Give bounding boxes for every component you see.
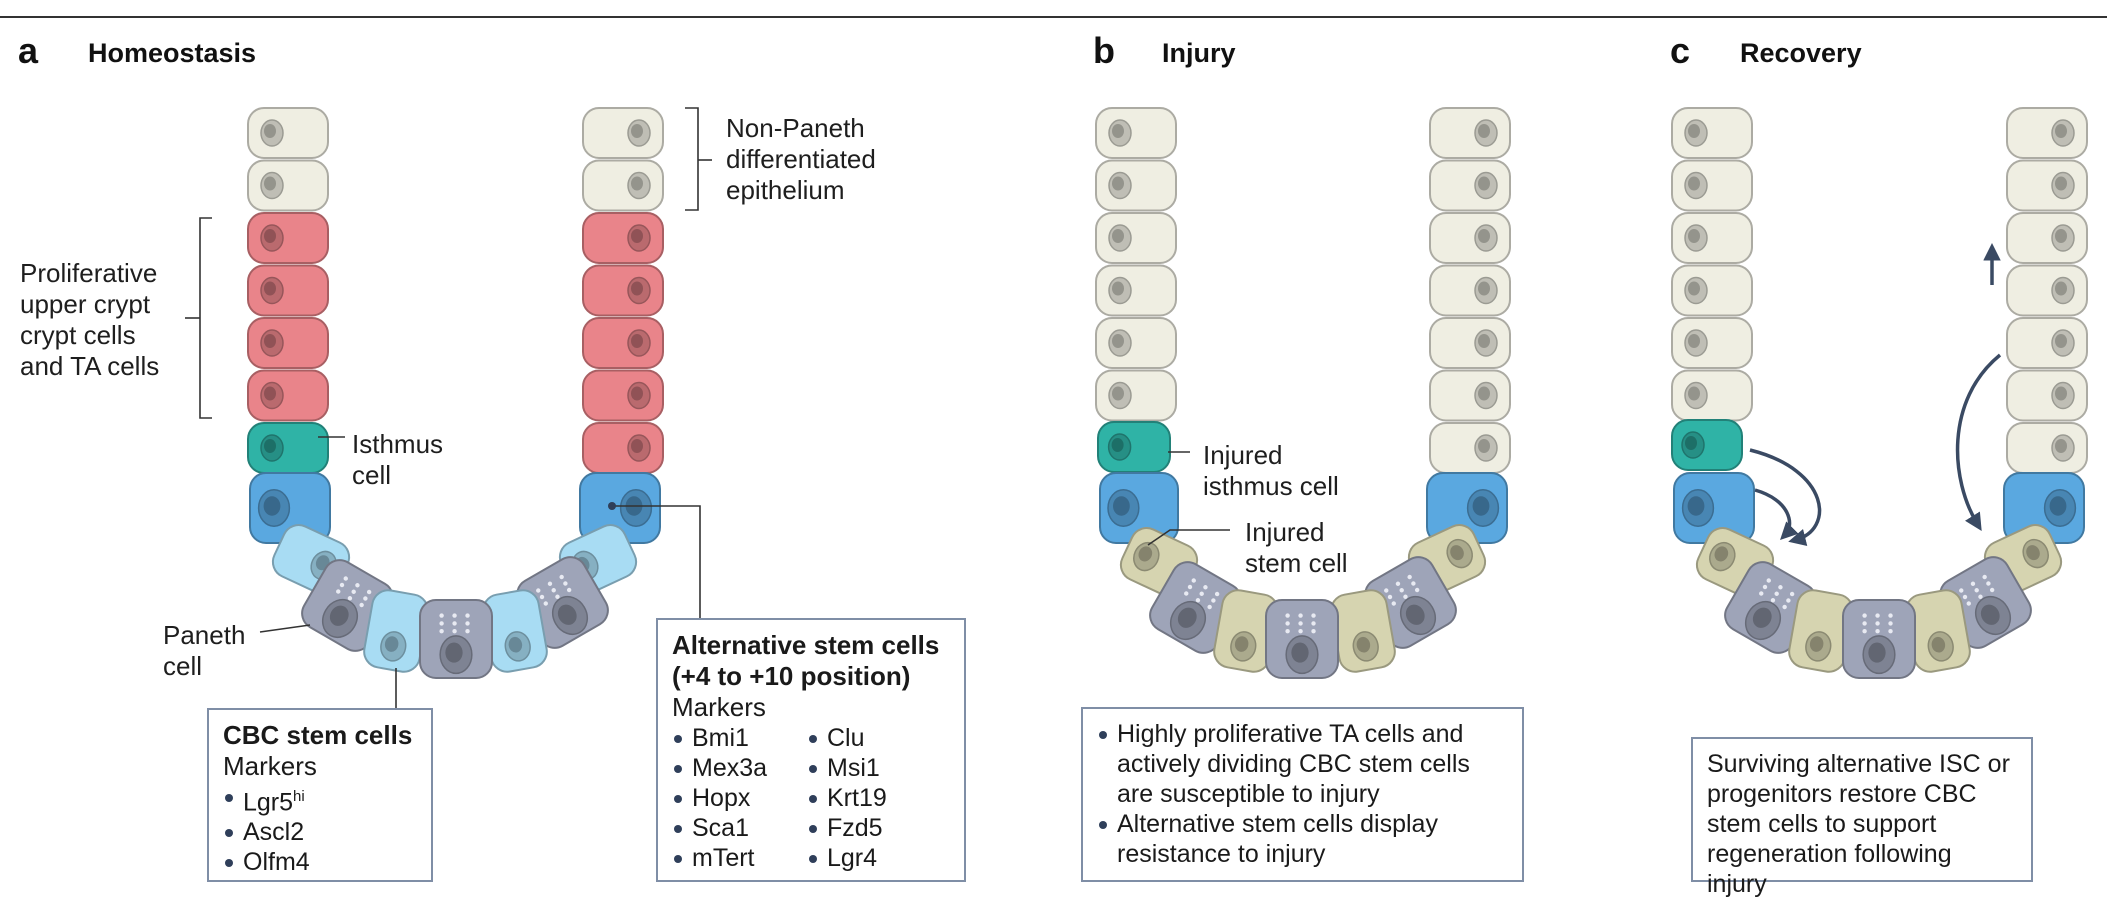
differentiated-cell: [2006, 317, 2088, 369]
arrow-isthmus-to-stem-large: [1749, 448, 1822, 546]
ta-cell: [247, 212, 329, 264]
cbc-box-title: CBC stem cells: [223, 720, 413, 750]
cbc-stem-cells-box: CBC stem cells Markers Lgr5hi Ascl2 Olfm…: [207, 708, 433, 882]
cbc-stem-cell: [579, 472, 661, 544]
marker-item: Clu: [807, 723, 942, 753]
injury-bullet: Alternative stem cells display resistanc…: [1097, 809, 1508, 869]
marker-item: Mex3a: [672, 753, 807, 783]
marker-item: Olfm4: [223, 847, 417, 877]
injured-isthmus-cell: [1097, 421, 1171, 473]
label-injured-stem: Injured stem cell: [1245, 517, 1348, 578]
cbc-stem-cell-light: [482, 589, 548, 673]
paneth-cell: [1842, 599, 1916, 679]
differentiated-cell: [1429, 369, 1511, 422]
label-isthmus: Isthmus cell: [352, 429, 444, 490]
alternative-stem-cell: [1905, 589, 1971, 673]
panel-b-letter: b: [1093, 30, 1115, 71]
label-non-paneth: Non-Paneth differentiated epithelium: [726, 113, 876, 205]
leader-lines: [185, 107, 1230, 708]
differentiated-cell: [247, 107, 329, 159]
marker-item: Sca1: [672, 813, 807, 843]
ta-cell: [582, 369, 664, 422]
differentiated-cell: [582, 107, 664, 159]
differentiated-cell: [1671, 369, 1753, 422]
ta-cell: [247, 369, 329, 422]
cbc-stem-cell: [1099, 472, 1179, 544]
alternative-stem-cell: [1788, 589, 1854, 673]
differentiated-cell: [1095, 107, 1177, 159]
differentiated-cell: [1095, 159, 1177, 212]
recovery-summary-box: Surviving alternative ISC or progenitors…: [1691, 737, 2033, 898]
label-proliferative: Proliferative upper crypt crypt cells an…: [20, 258, 160, 381]
ta-cell: [582, 422, 664, 474]
injured-stem-cell: [1213, 589, 1279, 673]
marker-item: Lgr5hi: [223, 782, 417, 817]
cbc-stem-cell: [249, 472, 331, 544]
marker-item: Ascl2: [223, 817, 417, 847]
differentiated-cell: [1671, 159, 1753, 212]
arrow-alt-to-cbc: [1955, 353, 2002, 531]
cbc-box-markers-label: Markers: [223, 751, 317, 781]
differentiated-cell: [1671, 264, 1753, 317]
injury-summary-box: Highly proliferative TA cells and active…: [1081, 707, 1524, 882]
paneth-cell: [1265, 599, 1339, 679]
differentiated-cell: [582, 159, 664, 212]
ta-cell: [247, 264, 329, 317]
differentiated-cell: [1429, 159, 1511, 212]
differentiated-cell: [1429, 317, 1511, 369]
panel-c-letter: c: [1670, 30, 1691, 71]
ta-cell: [582, 212, 664, 264]
marker-item: Krt19: [807, 783, 942, 813]
marker-item: Hopx: [672, 783, 807, 813]
arrow-isthmus-to-stem-small: [1754, 488, 1799, 540]
differentiated-cell: [2006, 159, 2088, 212]
marker-item: mTert: [672, 843, 807, 873]
differentiated-cell: [1095, 212, 1177, 264]
panel-a-letter: a: [18, 30, 39, 71]
differentiated-cell: [2006, 422, 2088, 474]
differentiated-cell: [1429, 212, 1511, 264]
ta-cell: [582, 264, 664, 317]
recovery-text: Surviving alternative ISC or progenitors…: [1707, 750, 2010, 898]
injured-stem-cell: [1330, 589, 1396, 673]
alternative-stem-cells-box: Alternative stem cells (+4 to +10 positi…: [656, 618, 966, 882]
differentiated-cell: [1095, 369, 1177, 422]
differentiated-cell: [1095, 264, 1177, 317]
differentiated-cell: [2006, 264, 2088, 317]
differentiated-cell: [2006, 369, 2088, 422]
paneth-cell: [419, 599, 493, 679]
alt-box-title-2: (+4 to +10 position): [672, 661, 911, 691]
label-injured-isthmus: Injured isthmus cell: [1203, 440, 1339, 501]
differentiated-cell: [1429, 264, 1511, 317]
differentiated-cell: [2006, 107, 2088, 159]
ta-cell: [582, 317, 664, 369]
marker-item: Msi1: [807, 753, 942, 783]
ta-cell: [247, 317, 329, 369]
cbc-stem-cell: [1426, 472, 1508, 544]
isthmus-cell: [247, 422, 329, 474]
alt-box-title-1: Alternative stem cells: [672, 630, 940, 660]
differentiated-cell: [1429, 422, 1511, 474]
isthmus-cell: [1671, 419, 1743, 471]
differentiated-cell: [1671, 107, 1753, 159]
marker-item: Bmi1: [672, 723, 807, 753]
differentiated-cell: [1671, 317, 1753, 369]
differentiated-cell: [1095, 317, 1177, 369]
differentiated-cell: [247, 159, 329, 212]
alt-box-markers-label: Markers: [672, 692, 766, 722]
label-paneth: Paneth cell: [163, 620, 246, 681]
marker-item: Lgr4: [807, 843, 942, 873]
differentiated-cell: [1671, 212, 1753, 264]
recovery-arrows: [1749, 243, 2002, 546]
differentiated-cell: [1429, 107, 1511, 159]
cbc-stem-cell: [2003, 472, 2085, 544]
injury-bullet: Highly proliferative TA cells and active…: [1097, 719, 1508, 809]
panel-b-title: Injury: [1162, 38, 1236, 68]
marker-item: Fzd5: [807, 813, 942, 843]
panel-c-title: Recovery: [1740, 38, 1862, 68]
panel-a-title: Homeostasis: [88, 38, 257, 68]
cbc-stem-cell: [1673, 472, 1755, 544]
differentiated-cell: [2006, 212, 2088, 264]
